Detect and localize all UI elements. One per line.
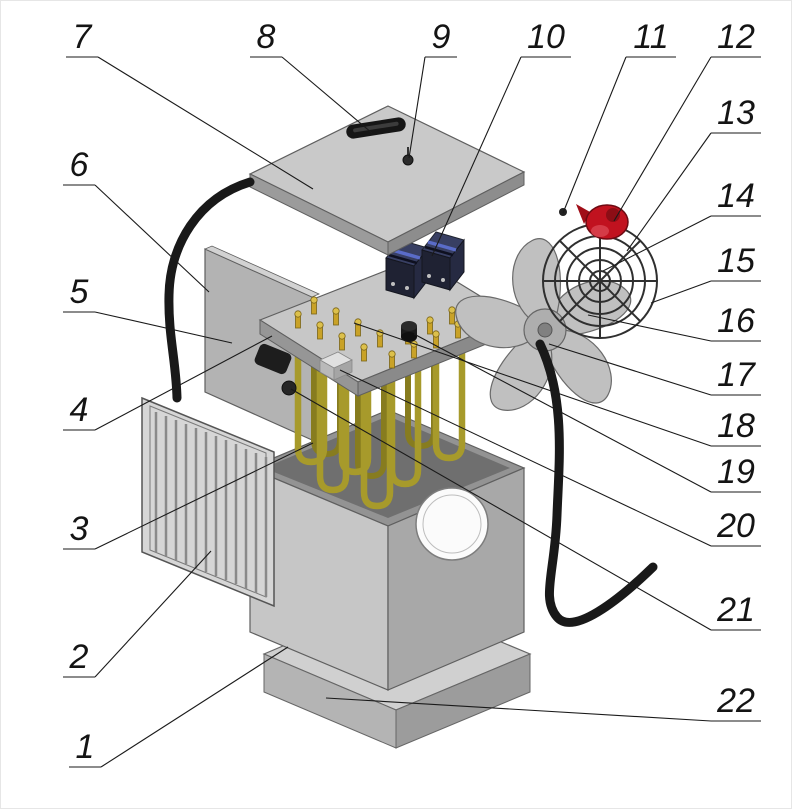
callout-leader-line — [626, 132, 712, 252]
callout-15: 15 — [650, 242, 761, 304]
callout-number-9: 9 — [432, 18, 451, 56]
callout-7: 7 — [66, 18, 314, 190]
callout-leader-line — [94, 550, 212, 678]
callout-leader-line — [413, 333, 712, 493]
callout-number-1: 1 — [76, 728, 95, 766]
callout-3: 3 — [63, 442, 314, 550]
callout-leader-line — [94, 442, 314, 550]
callout-18: 18 — [353, 322, 761, 447]
guard-spoke — [559, 240, 641, 322]
callout-leader-line — [602, 215, 712, 272]
callout-16: 16 — [587, 302, 761, 342]
callout-number-8: 8 — [257, 18, 276, 56]
plate-accessories — [254, 321, 417, 396]
cover-right-edge — [387, 171, 525, 256]
thermostat — [319, 351, 353, 381]
top-cover — [248, 105, 526, 256]
callout-leader-line — [94, 184, 210, 293]
capillary-bulb — [281, 380, 297, 396]
callout-leader-line — [431, 56, 522, 257]
callout-leader-line — [353, 322, 712, 447]
callout-number-5: 5 — [70, 273, 89, 311]
callout-number-7: 7 — [73, 18, 93, 56]
inlet-grille — [141, 396, 275, 608]
callout-number-12: 12 — [717, 18, 755, 56]
power-cable-right — [535, 339, 658, 627]
callout-20: 20 — [339, 369, 761, 547]
callout-number-4: 4 — [70, 391, 89, 429]
callout-12: 12 — [613, 18, 761, 222]
callout-leader-line — [339, 369, 712, 547]
side-panel-edge — [204, 245, 320, 298]
contactor-2 — [420, 230, 466, 292]
callout-leader-line — [281, 56, 373, 134]
callout-leader-line — [94, 311, 233, 344]
callout-number-15: 15 — [717, 242, 755, 280]
callout-number-14: 14 — [717, 177, 755, 215]
callout-19: 19 — [413, 333, 761, 493]
carry-handle — [346, 117, 406, 139]
fan-aperture-inner-ring — [422, 494, 482, 554]
callout-11: 11 — [562, 18, 676, 214]
heating-elements — [294, 327, 466, 510]
callout-leader-line — [325, 697, 712, 722]
callout-13: 13 — [626, 94, 761, 252]
heating-tubes-front — [294, 336, 466, 510]
callout-leader-line — [562, 56, 627, 214]
callout-number-17: 17 — [717, 356, 756, 394]
cable-clamp — [254, 343, 292, 375]
callout-leader-line — [408, 56, 426, 159]
fan-aperture — [415, 487, 489, 561]
callout-number-18: 18 — [717, 407, 755, 445]
callout-8: 8 — [250, 18, 373, 134]
callout-10: 10 — [431, 18, 571, 257]
callout-leader-line — [613, 56, 712, 222]
fan-hub-center — [537, 322, 553, 338]
callout-14: 14 — [602, 177, 761, 272]
capillary-tube-left — [164, 177, 255, 403]
callout-number-21: 21 — [716, 591, 755, 629]
callout-number-6: 6 — [70, 146, 89, 184]
cover-knob — [402, 147, 414, 166]
callout-leader-line — [587, 314, 712, 342]
fan-guard — [542, 223, 658, 339]
callout-22: 22 — [325, 682, 761, 722]
callout-number-20: 20 — [716, 507, 755, 545]
callout-leader-line — [97, 56, 314, 190]
callout-number-2: 2 — [69, 638, 89, 676]
terminal-bushing — [401, 321, 417, 342]
callout-number-19: 19 — [717, 453, 755, 491]
callout-1: 1 — [69, 646, 289, 768]
callout-21: 21 — [290, 388, 761, 631]
callout-4: 4 — [63, 335, 273, 431]
callout-leader-line — [650, 280, 712, 304]
callout-number-3: 3 — [70, 510, 89, 548]
callout-2: 2 — [63, 550, 212, 678]
callout-6: 6 — [63, 146, 210, 293]
callout-leader-line — [290, 388, 712, 631]
callout-number-22: 22 — [716, 682, 755, 720]
callout-number-13: 13 — [717, 94, 755, 132]
grille-slats — [154, 412, 268, 597]
base-right-face — [395, 653, 531, 749]
callout-number-10: 10 — [527, 18, 565, 56]
motor-cap — [606, 208, 620, 222]
callout-leader-line — [548, 343, 712, 396]
callout-leader-line — [100, 646, 289, 768]
callout-5: 5 — [63, 273, 233, 344]
callout-number-16: 16 — [717, 302, 755, 340]
fan-motor — [576, 204, 629, 240]
callout-17: 17 — [548, 343, 761, 396]
motor-highlight — [591, 225, 609, 237]
callout-9: 9 — [408, 18, 457, 159]
callout-number-11: 11 — [633, 18, 668, 56]
callout-leader-line — [94, 335, 273, 431]
